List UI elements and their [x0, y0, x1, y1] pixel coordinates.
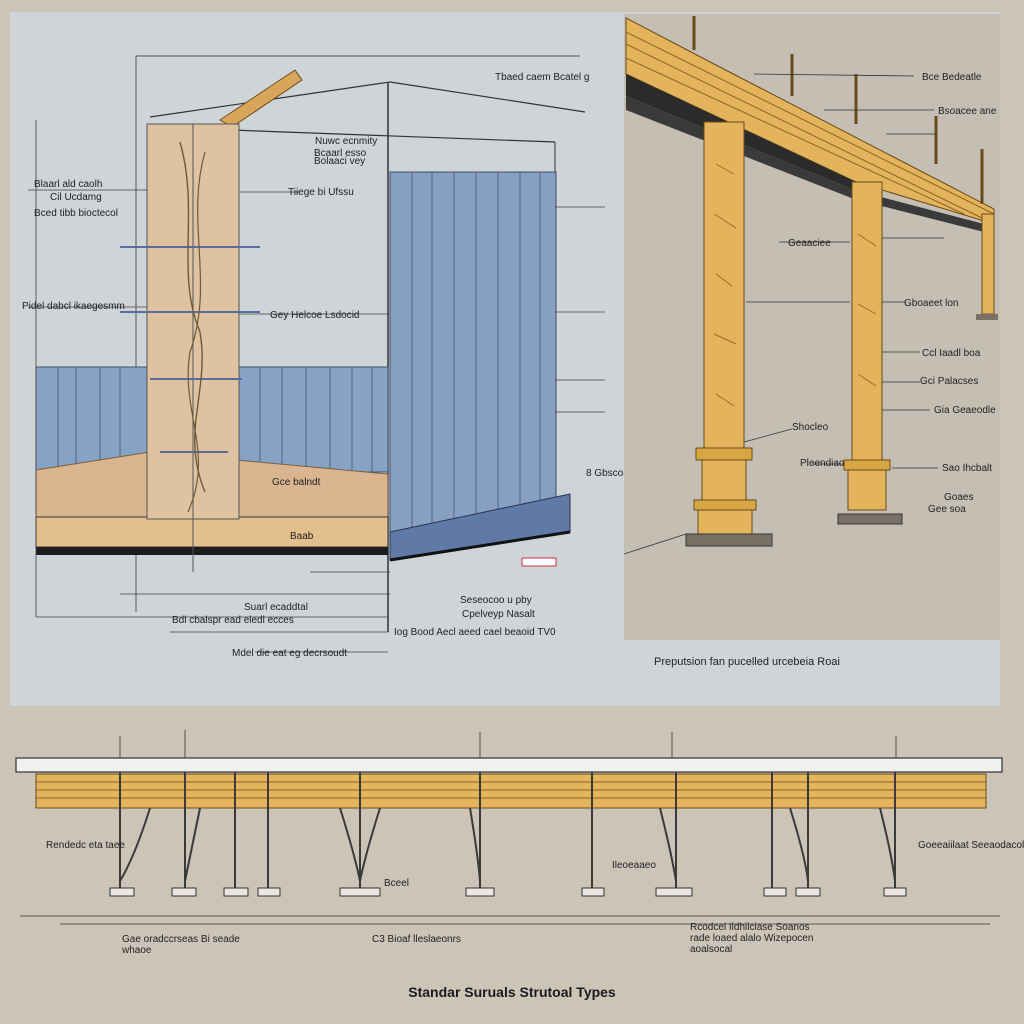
label-column-load: Ccl Iaadl boa — [922, 348, 981, 359]
perspective-drawing — [624, 16, 998, 555]
elevation-drawing — [28, 55, 605, 653]
label-panel-seal: Cpelveyp Nasalt — [462, 609, 535, 620]
label-base: Baab — [290, 531, 314, 542]
label-bearing-seat: Goeeaiilaat Seeaodacole — [918, 840, 1024, 851]
label-connector: Nuwc ecnmity — [315, 136, 378, 147]
label-tie-spacing: Tiiege bi Ufssu — [288, 187, 354, 198]
label-support: Seseocoo u pby — [460, 595, 532, 606]
label-pier-cap: Ileoeaaeo — [612, 860, 656, 871]
label-span-middle: C3 Bioaf lleslaeonrs — [372, 934, 461, 945]
label-anchor: Bolaaci vey — [314, 156, 366, 167]
label-joint: Gboaeet lon — [904, 298, 959, 309]
label-shoulder: Shocleo — [792, 422, 829, 433]
label-bent: Bceel — [384, 878, 410, 889]
bridge-section-drawing — [15, 730, 1003, 925]
label-column-grade: Gia Geaeodle — [934, 405, 996, 416]
label-ground-level: Gce balndt — [272, 477, 321, 488]
label-abutment: Rendedc eta taee — [46, 840, 125, 851]
label-beam-detail: Bce Bedeatle — [922, 72, 982, 83]
label-beam-bracing: Bsoacee ane — [938, 106, 997, 117]
bridge-section-panel: Rendedc eta taee Goeeaiilaat Seeaodacole… — [0, 706, 1024, 1024]
label-dimension-left: Bdl cbalspr ead eledl ecces — [172, 615, 294, 626]
perspective-panel: Bce Bedeatle Bsoacee ane Geaaciee Gboaee… — [624, 14, 1000, 640]
label-connection: 8 Gbsconhos — [586, 468, 645, 479]
label-top-beam: Tbaed caem Bcatel g — [495, 72, 590, 83]
label-bearing: Bcaarl esso — [314, 148, 367, 159]
label-footing: Suarl ecaddtal — [244, 602, 308, 613]
page-title: Standar Suruals Strutoal Types — [408, 984, 616, 1000]
label-ground: Gee soa — [928, 504, 966, 515]
label-span-right: Rcodcel Ildhiiciase Soanos rade loaed al… — [690, 922, 814, 955]
perspective-caption: Preputsion fan pucelled urcebeia Roai — [654, 656, 840, 668]
label-dimension-bottom: Mdel die eat eg decrsoudt — [232, 648, 348, 659]
label-column-dowel: Cil Ucdamg — [50, 192, 102, 203]
label-plinth: Pleendiao — [800, 458, 845, 469]
label-board-spec: Iog Bood Aecl aeed cael beaoid TV0 — [394, 627, 556, 638]
label-footing-pad: Goaes — [944, 492, 974, 503]
label-crossbeam: Geaaciee — [788, 238, 831, 249]
label-rebar: Bced tibb bioctecol — [34, 208, 118, 219]
label-column-tie: Blaarl ald caolh — [34, 179, 103, 190]
label-column-plate: Gci Palacses — [920, 376, 979, 387]
label-span-left: Gae oradccrseas Bi seade whaoe — [122, 934, 240, 956]
label-base-bolt: Sao Ihcbalt — [942, 463, 993, 474]
label-wall-joint: Gey Helcoe Lsdocid — [270, 310, 360, 321]
label-pile-detail: Pidel dabcl ikaegesmm — [22, 301, 125, 312]
